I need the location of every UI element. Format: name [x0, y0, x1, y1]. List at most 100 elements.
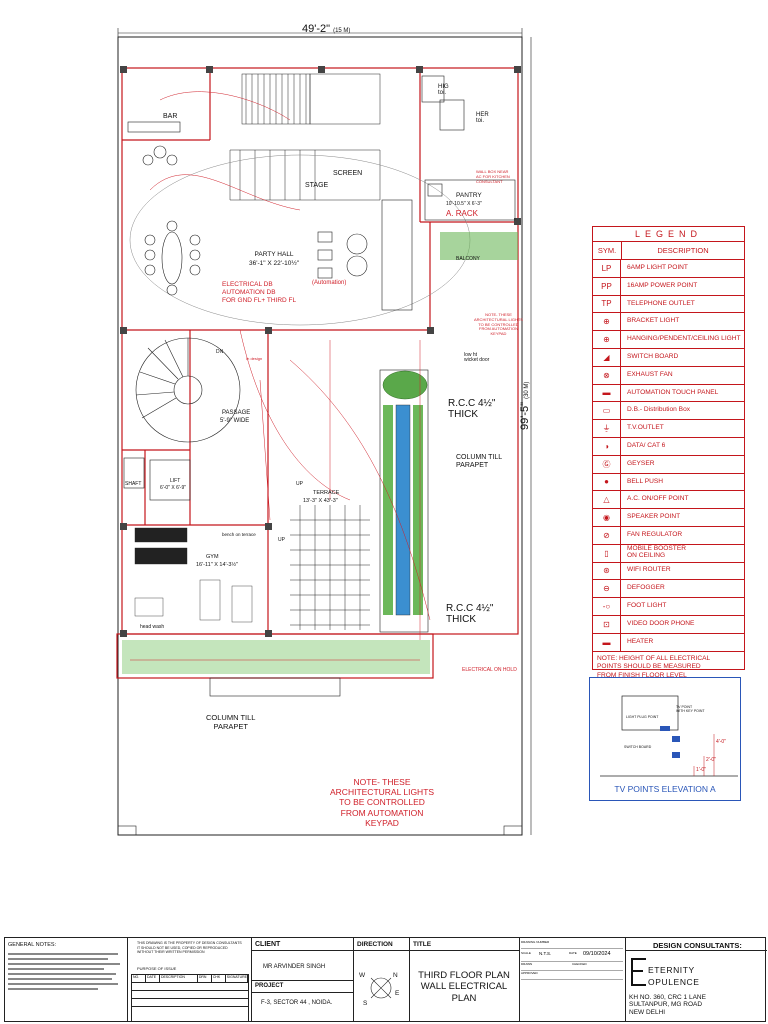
legend-symbol-icon: ▬ [593, 384, 621, 402]
client-label: CLIENT [255, 941, 281, 948]
spiral-staircase [135, 337, 241, 443]
general-notes-title: GENERAL NOTES: [8, 942, 57, 948]
party-hall-size: 36'-1" X 22'-10½" [249, 259, 300, 267]
sheet-scale-value: N.T.S. [539, 951, 552, 956]
legend-row: ⊕ BRACKET LIGHT [593, 313, 744, 332]
legend-symbol-icon: ⊕ [593, 313, 621, 331]
legend-row: ⊖DEFOGGER [593, 580, 744, 599]
legend-symbol-icon: ⊖ [593, 580, 621, 598]
lift [123, 457, 191, 501]
legend-description: WIFI ROUTER [627, 566, 671, 574]
legend-row: ▯MOBILE BOOSTER ON CEILING [593, 544, 744, 563]
tv-points-elevation: TV POINT WITH KEY POINT LIGHT PLUG POINT… [589, 677, 741, 801]
compass-e: E [395, 990, 400, 997]
legend-description: GEYSER [627, 459, 655, 467]
room-a-rack: A. RACK [446, 209, 479, 218]
tv-elevation-caption: TV POINTS ELEVATION A [614, 784, 716, 794]
client-name: MR ARVINDER SINGH [263, 964, 326, 970]
terrace-size: 13'-3" X 43'-3" [303, 497, 338, 504]
legend-row: Ⓖ GEYSER [593, 455, 744, 474]
sheet-label-date: DATE [569, 951, 577, 955]
sheet-label-drawing-number: DRAWING NUMBER [521, 940, 550, 944]
legend-description: SPEAKER POINT [627, 513, 681, 521]
compass-s: S [363, 1000, 368, 1007]
legend-symbol-icon: TP [593, 295, 621, 313]
depth-metric: (30 M) [524, 381, 530, 399]
lift-size: 6'-0" X 6'-9" [160, 485, 187, 491]
planter [122, 232, 518, 674]
legend-symbol-icon: ◑ [593, 437, 621, 455]
north-compass-icon [370, 977, 392, 999]
pantry-label: PANTRY [456, 192, 482, 199]
legend-row: ⊡VIDEO DOOR PHONE [593, 615, 744, 634]
stair-dn: DN [216, 349, 224, 355]
room-stage: STAGE [305, 182, 329, 189]
legend-description: 16AMP POWER POINT [627, 281, 698, 289]
legend-row: ●BELL PUSH [593, 473, 744, 492]
electrical-wiring [130, 91, 431, 661]
room-pantry: PANTRY 10'-10.5" X 6'-3" [446, 192, 482, 207]
legend-note: NOTE: HEIGHT OF ALL ELECTRICAL POINTS SH… [597, 654, 711, 680]
drawing-title: THIRD FLOOR PLAN WALL ELECTRICAL PLAN [418, 970, 510, 1004]
legend-symbol-icon: ▬ [593, 633, 621, 651]
legend-description: FOOT LIGHT [627, 602, 667, 610]
legend-description: DATA/ CAT 6 [627, 441, 666, 449]
pantry [421, 75, 516, 221]
revision-header-cell: NO. [132, 975, 146, 982]
room-shaft: SHAFT [125, 481, 142, 487]
legend-symbol-icon: △ [593, 491, 621, 509]
legend-description: T.V.OUTLET [627, 424, 664, 432]
legend-row: ▭D.B.- Distribution Box [593, 402, 744, 421]
tv-label-light-plug: LIGHT PLUG POINT [626, 715, 659, 719]
legend-description: A.C. ON/OFF POINT [627, 495, 689, 503]
legend-row: ⊕HANGING/PENDENT/CEILING LIGHT [593, 331, 744, 349]
arch-lights-note: NOTE- THESE ARCHITECTURAL LIGHTS TO BE C… [330, 777, 435, 828]
party-hall-label: PARTY HALL [254, 251, 294, 258]
depth-value: 99'-5" [519, 401, 531, 430]
room-gym: GYM 16'-11" X 14'-3½" [196, 554, 238, 568]
revision-header-cell: CHK [212, 975, 226, 982]
arch-lights-note-small: NOTE- THESE ARCHITECTURAL LIGHTS TO BE C… [474, 312, 523, 337]
legend-symbol-icon: -○ [593, 598, 621, 615]
bench-on-terrace-note: bench on terrace [222, 532, 256, 537]
legend-description: HEATER [627, 637, 654, 645]
sheet-label-scale: SCALE [521, 951, 531, 955]
legend-symbol-icon: ⏚ [593, 420, 621, 437]
sheet-label-approved: APPROVED [521, 971, 538, 975]
legend-row: ⊛WIFI ROUTER [593, 562, 744, 581]
room-party-hall: PARTY HALL 36'-1" X 22'-10½" [249, 251, 300, 267]
legend-description: EXHAUST FAN [627, 370, 673, 378]
rcc-note-1: R.C.C 4½" THICK [448, 398, 496, 420]
legend-symbol-icon: ⊡ [593, 615, 621, 633]
width-value: 49'-2" [302, 23, 331, 35]
legend-description: BELL PUSH [627, 477, 664, 485]
legend-row: △ A.C. ON/OFF POINT [593, 491, 744, 510]
direction-label: DIRECTION [357, 941, 393, 948]
revision-header-cell: DESCRIPTION [160, 975, 198, 982]
legend-description: FAN REGULATOR [627, 530, 683, 538]
legend-description: BRACKET LIGHT [627, 317, 680, 325]
legend-row: ◑ DATA/ CAT 6 [593, 437, 744, 456]
legend-row: ⏚ T.V.OUTLET [593, 420, 744, 438]
legend-symbol-icon: Ⓖ [593, 455, 621, 473]
legend-row: ◉ SPEAKER POINT [593, 509, 744, 527]
plot-boundary [117, 36, 523, 836]
stair-up: UP [296, 481, 303, 487]
room-bar: BAR [163, 113, 178, 120]
legend-symbol-icon: ◉ [593, 509, 621, 526]
electrical-on-hold: ELECTRICAL ON HOLD [462, 667, 517, 673]
column-till-parapet-1: COLUMN TILL PARAPET [456, 454, 503, 470]
firm-address: KH NO. 360, CRC 1 LANE SULTANPUR, MG ROA… [629, 994, 706, 1016]
legend-col-desc: DESCRIPTION [657, 246, 709, 255]
legend-row: ⊘FAN REGULATOR [593, 526, 744, 545]
legend-title: LEGEND [593, 227, 744, 242]
room-terrace: TERRACE 13'-3" X 43'-3" [303, 490, 339, 504]
general-notes-body [8, 950, 124, 993]
tv-label-1ft: 1'-0" [696, 767, 706, 773]
terrace-pergola [290, 505, 370, 630]
sheet-date-value: 09/10/2024 [583, 951, 611, 957]
legend-description: D.B.- Distribution Box [627, 406, 691, 414]
